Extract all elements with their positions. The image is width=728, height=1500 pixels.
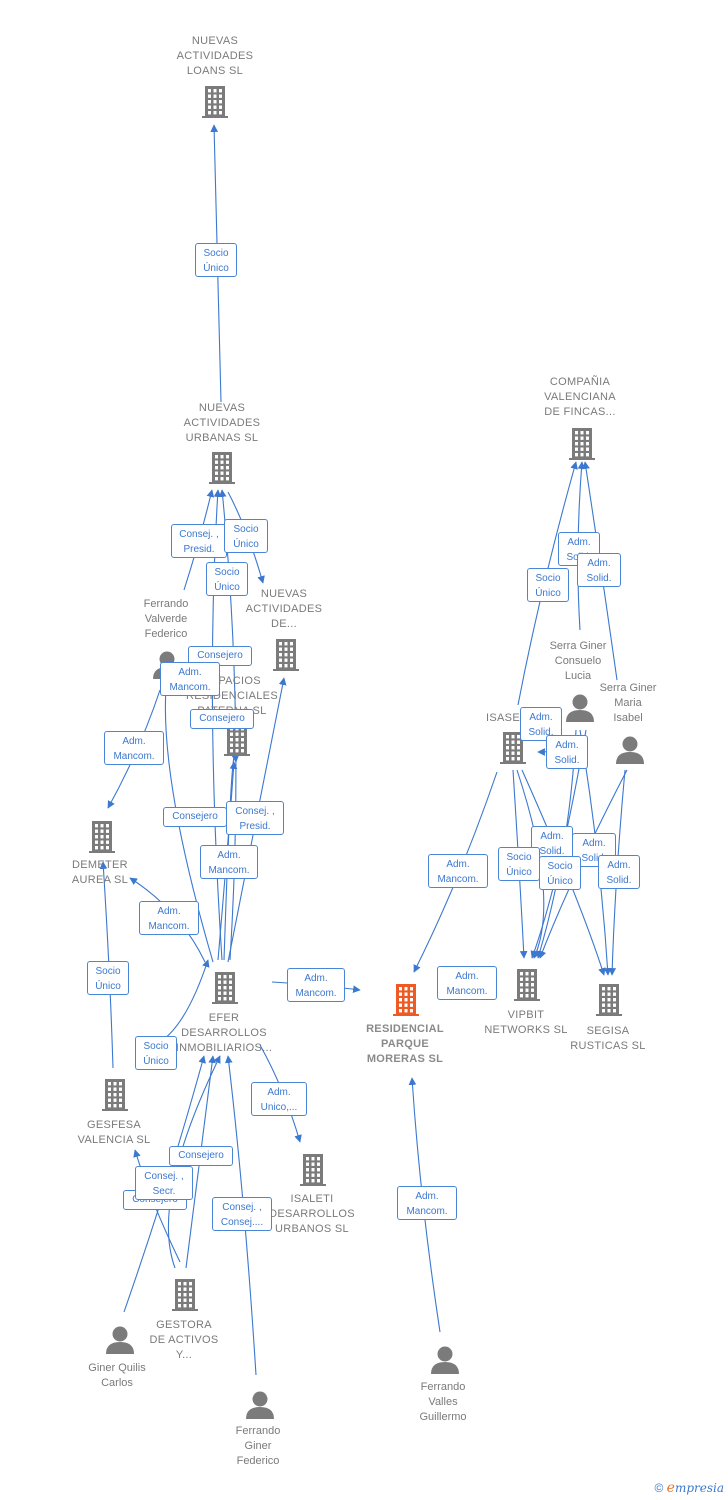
company-label[interactable]: ISASE <box>486 712 520 724</box>
relationship-role-label[interactable]: Consejero <box>190 709 254 729</box>
relationship-role-label[interactable]: Consej. , Presid. <box>171 524 227 558</box>
relationship-role-label[interactable]: Socio Único <box>195 243 237 277</box>
building-icon[interactable] <box>89 821 115 853</box>
relationship-role-label[interactable]: Consej. , Secr. <box>135 1166 193 1200</box>
relationship-role-label[interactable]: Adm. Mancom. <box>139 901 199 935</box>
building-icon[interactable] <box>172 1279 198 1311</box>
building-icon[interactable] <box>393 984 419 1016</box>
company-label[interactable]: VIPBIT NETWORKS SL <box>484 1009 568 1036</box>
person-icon[interactable] <box>106 1326 134 1355</box>
building-icon[interactable] <box>500 732 526 764</box>
company-label[interactable]: GESTORA DE ACTIVOS Y... <box>149 1319 219 1361</box>
relationship-role-label[interactable]: Adm. Solid. <box>598 855 640 889</box>
copyright-symbol: © <box>654 1481 664 1495</box>
relationship-role-label[interactable]: Adm. Mancom. <box>200 845 258 879</box>
relationship-role-label[interactable]: Adm. Solid. <box>577 553 621 587</box>
relationship-role-label[interactable]: Socio Único <box>539 856 581 890</box>
relationship-edge <box>161 687 214 963</box>
building-icon[interactable] <box>300 1154 326 1186</box>
person-icon[interactable] <box>616 736 644 765</box>
company-label[interactable]: EFER DESARROLLOS INMOBILIARIOS... <box>175 1012 273 1054</box>
person-icon[interactable] <box>431 1346 459 1375</box>
building-icon[interactable] <box>224 724 250 756</box>
building-icon[interactable] <box>209 452 235 484</box>
building-icon[interactable] <box>596 984 622 1016</box>
relationship-role-label[interactable]: Consej. , Presid. <box>226 801 284 835</box>
main-company-label[interactable]: RESIDENCIAL PARQUE MORERAS SL <box>366 1023 444 1065</box>
relationship-role-label[interactable]: Adm. Solid. <box>546 735 588 769</box>
company-label[interactable]: ISALETI DESARROLLOS URBANOS SL <box>269 1193 355 1235</box>
relationship-role-label[interactable]: Adm. Mancom. <box>287 968 345 1002</box>
building-icon[interactable] <box>273 639 299 671</box>
building-icon[interactable] <box>569 428 595 460</box>
person-label[interactable]: Serra Giner Consuelo Lucia <box>549 640 607 682</box>
footer-brand: © empresia <box>654 1480 724 1496</box>
company-label[interactable]: SEGISA RUSTICAS SL <box>570 1025 646 1052</box>
node-icons <box>89 86 644 1419</box>
company-label[interactable]: COMPAÑIA VALENCIANA DE FINCAS... <box>544 376 616 418</box>
company-label[interactable]: DEMETER AUREA SL <box>71 859 129 886</box>
relationship-role-label[interactable]: Consejero <box>188 646 252 666</box>
person-icon[interactable] <box>246 1391 274 1420</box>
company-label[interactable]: NUEVAS ACTIVIDADES DE... <box>245 588 323 630</box>
relationship-role-label[interactable]: Adm. Mancom. <box>437 966 497 1000</box>
relationship-role-label[interactable]: Adm. Mancom. <box>104 731 164 765</box>
company-label[interactable]: NUEVAS ACTIVIDADES URBANAS SL <box>183 402 261 444</box>
relationship-role-label[interactable]: Socio Único <box>87 961 129 995</box>
person-label[interactable]: Ferrando Giner Federico <box>235 1425 281 1467</box>
relationship-role-label[interactable]: Adm. Unico,... <box>251 1082 307 1116</box>
relationship-role-label[interactable]: Adm. Mancom. <box>428 854 488 888</box>
company-label[interactable]: GESFESA VALENCIA SL <box>77 1119 151 1146</box>
person-label[interactable]: Ferrando Valverde Federico <box>143 598 189 640</box>
building-icon[interactable] <box>202 86 228 118</box>
person-icon[interactable] <box>566 694 594 723</box>
person-label[interactable]: Giner Quilis Carlos <box>88 1362 146 1389</box>
relationship-role-label[interactable]: Socio Único <box>135 1036 177 1070</box>
relationship-role-label[interactable]: Socio Único <box>498 847 540 881</box>
relationship-role-label[interactable]: Consejero <box>169 1146 233 1166</box>
relationship-role-label[interactable]: Socio Único <box>224 519 268 553</box>
company-label[interactable]: NUEVAS ACTIVIDADES LOANS SL <box>176 35 254 77</box>
relationship-role-label[interactable]: Consej. , Consej.... <box>212 1197 272 1231</box>
empresia-logo: empresia <box>666 1480 724 1496</box>
relationship-role-label[interactable]: Consejero <box>163 807 227 827</box>
relationship-role-label[interactable]: Socio Único <box>206 562 248 596</box>
relationship-role-label[interactable]: Adm. Mancom. <box>160 662 220 696</box>
building-icon[interactable] <box>212 972 238 1004</box>
person-label[interactable]: Ferrando Valles Guillermo <box>419 1381 467 1423</box>
person-label[interactable]: Serra Giner Maria Isabel <box>599 682 657 724</box>
relationship-role-label[interactable]: Adm. Mancom. <box>397 1186 457 1220</box>
relationship-role-label[interactable]: Socio Único <box>527 568 569 602</box>
building-icon[interactable] <box>514 969 540 1001</box>
building-icon[interactable] <box>102 1079 128 1111</box>
